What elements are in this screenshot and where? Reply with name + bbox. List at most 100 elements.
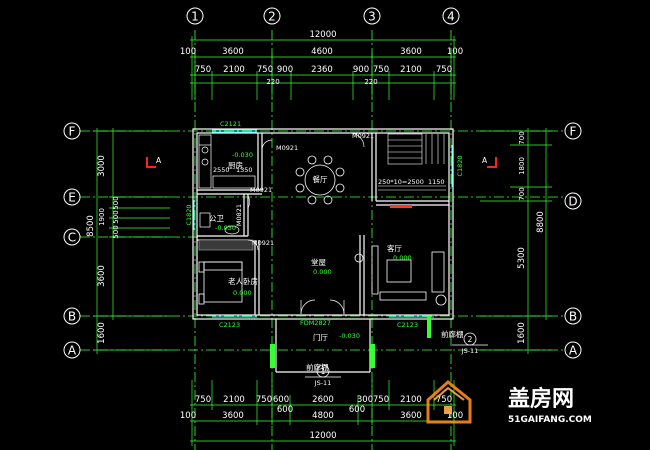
axis-label-A-right: A xyxy=(569,344,578,358)
room-dining: 餐厅 xyxy=(313,175,328,184)
level-bath: -0.030 xyxy=(215,224,236,232)
dining-table xyxy=(295,155,345,205)
callout-right-num: 2 xyxy=(468,335,473,344)
dim-lines-right xyxy=(480,128,552,354)
axis-label-B-right: B xyxy=(569,310,577,324)
dim-bot-r1-5: 300 xyxy=(357,395,373,405)
room-bedroom: 老人卧房 xyxy=(228,276,258,286)
callout-bottom-num: 1 xyxy=(321,367,326,376)
dim-left-inner-0: 3000 xyxy=(97,155,107,177)
dim-top-r3-4: 2360 xyxy=(311,65,333,75)
door-label-c: M0921 xyxy=(250,186,272,194)
door-label-bath: M0821 xyxy=(235,204,243,226)
window-label-bottom-left: C2123 xyxy=(219,321,240,329)
level-hall: 0.000 xyxy=(313,268,332,276)
door-label-d: M0921 xyxy=(252,239,274,247)
dim-bot-r1-0: 750 xyxy=(195,395,211,405)
door-label-b: M0921 xyxy=(352,132,374,140)
dim-top-small-0: 220 xyxy=(266,78,279,86)
dim-top-overall: 12000 xyxy=(309,30,336,40)
dim-bot-r2-1: 3600 xyxy=(222,411,244,421)
axis-label-2: 2 xyxy=(268,10,276,24)
dim-top-r2-2: 4600 xyxy=(311,47,333,57)
level-kitchen: -0.030 xyxy=(232,151,253,159)
main-door-label: FDM2827 xyxy=(300,319,331,327)
section-markers xyxy=(146,157,497,168)
axis-bubbles-right xyxy=(564,122,582,359)
room-balcony-bottom: 前廊棚 xyxy=(306,362,329,372)
kitchen-dim-a: 1350 xyxy=(236,166,253,174)
axis-bubbles-left xyxy=(63,122,81,359)
room-living: 客厅 xyxy=(387,243,402,253)
bath-fixtures xyxy=(199,212,240,235)
door-label-a: M0921 xyxy=(276,144,298,152)
axis-label-3: 3 xyxy=(368,10,376,24)
stair-num: 1150 xyxy=(428,178,445,186)
stair-note: 250*10=2500 xyxy=(378,178,424,186)
axis-label-D-right: D xyxy=(568,195,577,209)
walls xyxy=(192,128,454,373)
dim-top-r3-7: 2100 xyxy=(400,65,422,75)
dim-top-r3-6: 750 xyxy=(373,65,389,75)
axis-label-4: 4 xyxy=(447,10,455,24)
dim-bot-r1-3: 600 xyxy=(273,395,289,405)
dim-left-outer-0: 8500 xyxy=(86,215,96,237)
dim-top-r3-5: 900 xyxy=(353,65,369,75)
detail-callouts xyxy=(305,332,488,378)
dim-bot-r2-5: 3600 xyxy=(400,411,422,421)
window-label-bath: C1820 xyxy=(185,204,193,225)
dim-top-r3-0: 750 xyxy=(195,65,211,75)
dim-top-small-1: 220 xyxy=(364,78,377,86)
kitchen-fixtures xyxy=(198,134,256,189)
dim-left-inner-3: 500 xyxy=(112,210,120,223)
dim-bot-r1-1: 2100 xyxy=(223,395,245,405)
axis-label-F-left: F xyxy=(69,125,76,139)
dim-bot-r1-4: 2600 xyxy=(312,395,334,405)
dim-bot-r2-6: 100 xyxy=(447,411,463,421)
dim-bot-overall: 12000 xyxy=(309,431,336,441)
dim-lines-bottom xyxy=(190,380,456,446)
axis-lines xyxy=(80,30,565,450)
axis-label-F-right: F xyxy=(570,125,577,139)
level-porch: -0.030 xyxy=(339,332,360,340)
dim-bot-r1-8: 750 xyxy=(436,395,452,405)
axis-label-B-left: B xyxy=(68,310,76,324)
doors xyxy=(247,132,365,315)
axis-bubbles-top xyxy=(186,7,460,25)
section-mark-right-label: A xyxy=(482,156,488,165)
dim-right-inner-0: 700 xyxy=(518,131,526,144)
kitchen-dim-b: 2550 xyxy=(213,166,230,174)
callout-bottom-ref: JS-11 xyxy=(314,379,332,387)
living-furniture xyxy=(354,245,447,306)
fireplace-mark xyxy=(390,205,412,208)
axis-label-E-left: E xyxy=(68,191,76,205)
dim-bot-r2-2: 600 xyxy=(277,405,293,415)
section-mark-left-label: A xyxy=(156,156,162,165)
room-balcony-right: 前廊棚 xyxy=(441,329,464,339)
axis-label-C-left: C xyxy=(68,231,76,245)
dim-top-r2-1: 3600 xyxy=(222,47,244,57)
dim-left-inner-1: 1900 xyxy=(98,208,106,226)
bed xyxy=(198,239,254,305)
dim-right-inner-1: 1800 xyxy=(518,157,526,175)
window-label-kitchen: C2121 xyxy=(220,120,241,128)
watermark-brand: 盖房网 xyxy=(508,386,574,412)
level-bedroom: 0.000 xyxy=(233,289,252,297)
dim-right-inner-2: 700 xyxy=(518,187,526,200)
dim-left-inner-5: 3600 xyxy=(97,265,107,287)
dim-top-r3-3: 900 xyxy=(277,65,293,75)
dim-top-r3-2: 750 xyxy=(257,65,273,75)
callout-right-ref: JS-11 xyxy=(461,347,479,355)
windows xyxy=(193,129,453,318)
dim-top-r3-8: 750 xyxy=(436,65,452,75)
stair xyxy=(378,133,446,191)
dim-bot-r1-6: 750 xyxy=(373,395,389,405)
room-hall: 堂屋 xyxy=(311,257,326,267)
dim-left-outer-1: 1600 xyxy=(97,322,107,344)
dim-bot-r1-7: 2100 xyxy=(400,395,422,405)
dim-left-inner-4: 500 xyxy=(112,225,120,238)
dim-top-r3-1: 2100 xyxy=(223,65,245,75)
dim-bot-r2-3: 4800 xyxy=(312,411,334,421)
